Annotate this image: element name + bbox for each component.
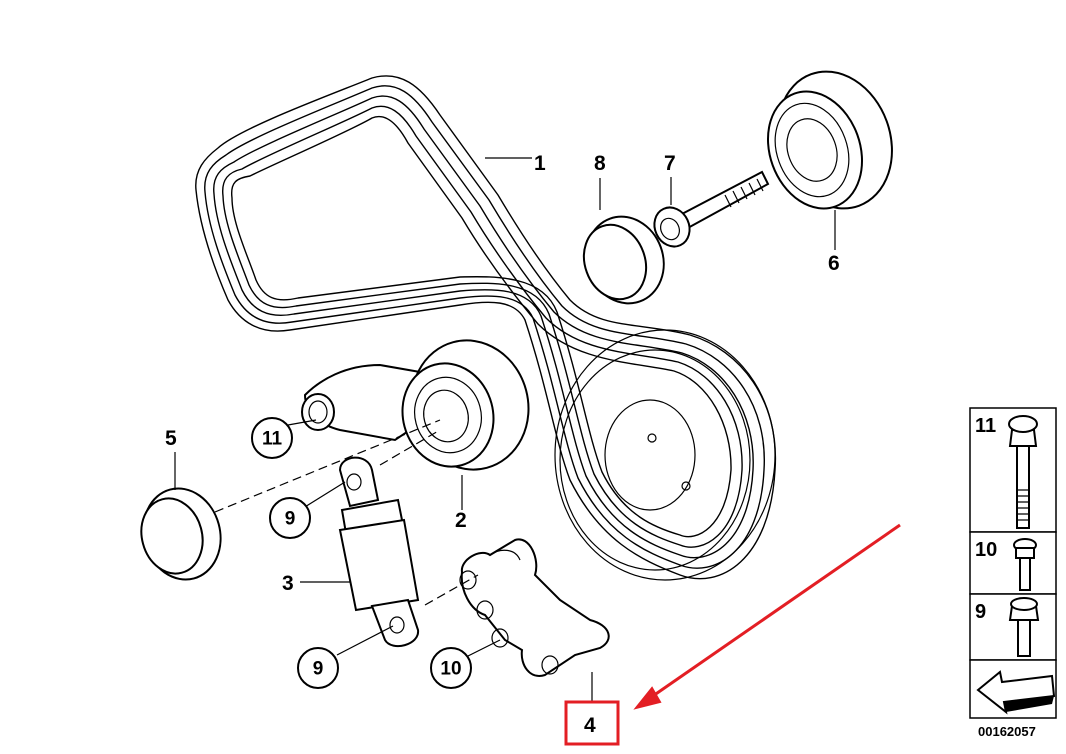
circle-label-10: 10 bbox=[430, 647, 472, 689]
tensioner-pulley bbox=[301, 339, 530, 471]
drawing-code: 00162057 bbox=[978, 724, 1036, 739]
tensioner-damper bbox=[338, 456, 420, 648]
highlighted-part-4[interactable]: 4 bbox=[564, 700, 620, 746]
highlight-box bbox=[564, 700, 620, 746]
hardware-legend: 11 10 9 00162057 bbox=[969, 407, 1057, 739]
arrow-symbol-icon bbox=[976, 670, 1056, 715]
legend-bolt-9-icon bbox=[1008, 597, 1040, 657]
label-part-1: 1 bbox=[534, 152, 546, 175]
legend-item-10-number: 10 bbox=[975, 539, 997, 561]
legend-bolt-11-icon bbox=[1008, 415, 1038, 529]
label-part-4: 4 bbox=[584, 714, 596, 737]
pulley-cover-8 bbox=[582, 215, 665, 305]
red-arrow bbox=[633, 523, 901, 710]
svg-text:9: 9 bbox=[313, 659, 324, 680]
pulley-cover-5 bbox=[140, 487, 222, 581]
leader-lines bbox=[174, 157, 836, 702]
guide-pulley-bolt bbox=[653, 170, 770, 248]
svg-text:10: 10 bbox=[440, 659, 461, 680]
label-part-5: 5 bbox=[165, 427, 177, 450]
label-part-6: 6 bbox=[828, 252, 840, 275]
crankshaft-pulley bbox=[554, 329, 776, 581]
label-part-2: 2 bbox=[455, 509, 467, 532]
circle-label-11: 11 bbox=[251, 417, 293, 459]
circle-label-9-upper: 9 bbox=[269, 497, 311, 539]
label-part-8: 8 bbox=[594, 152, 606, 175]
svg-text:9: 9 bbox=[285, 509, 296, 530]
tensioner-bracket bbox=[459, 538, 610, 677]
legend-item-11-number: 11 bbox=[975, 415, 996, 437]
svg-text:11: 11 bbox=[262, 429, 283, 450]
legend-bolt-10-icon bbox=[1013, 538, 1037, 591]
ribbed-v-belt bbox=[195, 75, 777, 580]
label-part-7: 7 bbox=[664, 152, 676, 175]
circle-label-9-lower: 9 bbox=[297, 647, 339, 689]
legend-item-9-number: 9 bbox=[975, 601, 986, 623]
guide-pulley bbox=[766, 70, 893, 210]
label-part-3: 3 bbox=[282, 572, 294, 595]
